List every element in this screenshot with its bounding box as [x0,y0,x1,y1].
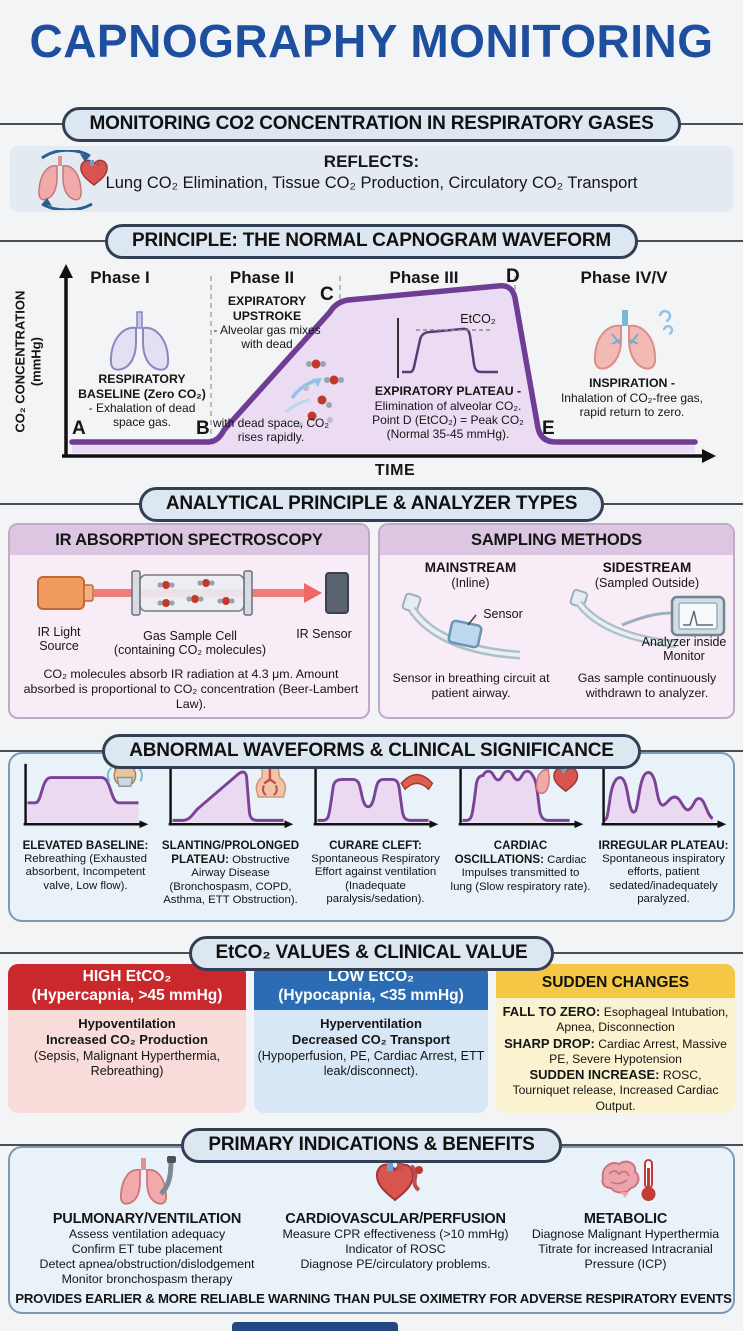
x-axis-label: TIME [374,462,416,479]
blood-drop-icon [414,1166,423,1174]
indication-metabolic: METABOLIC Diagnose Malignant Hyperthermi… [518,1156,733,1272]
abnormal-item-slanting-plateau: SLANTING/PROLONGED PLATEAU: Obstructive … [160,760,301,907]
abnormal-waveforms-box: ELEVATED BASELINE: Rebreathing (Exhauste… [8,752,735,922]
high-etco2-box: HIGH EtCO₂(Hypercapnia, >45 mmHg) Hypove… [8,964,246,1113]
reflects-box: REFLECTS: Lung CO₂ Elimination, Tissue C… [10,146,733,212]
high-etco2-header: HIGH EtCO₂(Hypercapnia, >45 mmHg) [8,964,246,1010]
sampling-methods-box: SAMPLING METHODS MAINSTREAM (Inline) Sen… [378,523,735,719]
phase1-label: Phase I [90,268,150,287]
ir-spectroscopy-diagram [37,570,349,616]
ir-light-source-icon [37,576,85,610]
sharkfin-waveform [168,761,294,829]
sidestream-desc: Gas sample continuously withdrawn to ana… [577,671,717,701]
section-values-header: EtCO₂ VALUES & CLINICAL VALUE [0,936,743,971]
mainstream-title: MAINSTREAM [424,560,517,575]
ir-description: CO₂ molecules absorb IR radiation at 4.3… [23,667,359,712]
point-c: C [320,284,334,305]
irregular-plateau-waveform [601,763,727,829]
phase4-text: INSPIRATION - Inhalation of CO₂-free gas… [560,376,704,419]
values-header-pill: EtCO₂ VALUES & CLINICAL VALUE [188,936,555,971]
analytical-header-pill: ANALYTICAL PRINCIPLE & ANALYZER TYPES [138,487,605,522]
abnormal-header-pill: ABNORMAL WAVEFORMS & CLINICAL SIGNIFICAN… [102,734,641,769]
sudden-item: FALL TO ZERO: Esophageal Intubation, Apn… [502,1004,729,1035]
sudden-changes-body: FALL TO ZERO: Esophageal Intubation, Apn… [496,998,735,1113]
brain-thermometer-icon [601,1159,655,1201]
ir-sensor-label: IR Sensor [296,627,352,641]
low-etco2-header: LOW EtCO₂(Hypocapnia, <35 mmHg) [254,964,488,1010]
cardiac-oscillations-waveform [458,763,584,829]
phase4-lungs-icon [593,309,674,370]
mainstream-subtitle: (Inline) [451,576,490,590]
abnormal-item-irregular-plateau: IRREGULAR PLATEAU: Spontaneous inspirato… [593,760,734,906]
section-monitoring-header: MONITORING CO2 CONCENTRATION IN RESPIRAT… [0,107,743,142]
phase1-lungs-icon [109,311,170,371]
reflects-text: Lung CO₂ Elimination, Tissue CO₂ Product… [105,174,638,192]
indication-pulmonary: PULMONARY/VENTILATION Assess ventilation… [22,1156,272,1288]
principle-header-pill: PRINCIPLE: THE NORMAL CAPNOGRAM WAVEFORM [105,224,638,259]
monitoring-header-pill: MONITORING CO2 CONCENTRATION IN RESPIRAT… [62,107,681,142]
phase2-label: Phase II [229,268,295,287]
airway-icon [255,761,287,798]
low-etco2-box: LOW EtCO₂(Hypocapnia, <35 mmHg) Hyperven… [254,964,488,1113]
heart-lung-icon [535,767,579,795]
ir-spectroscopy-box: IR ABSORPTION SPECTROSCOPY IR Light Sour… [8,523,370,719]
gas-sample-cell-icon [139,574,245,612]
analyzer-label: Analyzer inside Monitor [641,635,727,664]
point-b: B [196,418,210,439]
point-d: D [506,266,520,287]
reflects-title: REFLECTS: [323,152,420,171]
sidestream-title: SIDESTREAM [602,560,692,575]
y-axis-label: CO₂ CONCENTRATION(mmHg) [12,290,43,433]
phase3-label: Phase III [389,268,459,287]
sudden-changes-box: SUDDEN CHANGES FALL TO ZERO: Esophageal … [496,964,735,1113]
phase2-text: EXPIRATORY UPSTROKE - Alveolar gas mixes… [213,294,321,352]
etco2-label: EtCO₂ [460,312,496,326]
abnormal-item-curare-cleft: CURARE CLEFT: Spontaneous Respiratory Ef… [305,759,446,906]
sudden-item: SHARP DROP: Cardiac Arrest, Massive PE, … [504,1035,727,1066]
ir-box-header: IR ABSORPTION SPECTROSCOPY [10,525,368,555]
mainstream-ett-icon [401,593,521,660]
section-indications-header: PRIMARY INDICATIONS & BENEFITS [0,1128,743,1163]
footer-banner: PROVIDES EARLIER & MORE RELIABLE WARNING… [15,1291,732,1306]
co2-molecule-icons [157,579,235,607]
ir-sensor-icon [325,572,349,614]
sampling-box-header: SAMPLING METHODS [380,525,733,555]
abnormal-item-elevated-baseline: ELEVATED BASELINE: Rebreathing (Exhauste… [15,759,156,893]
indication-cardiovascular: CARDIOVASCULAR/PERFUSION Measure CPR eff… [278,1156,513,1272]
phase2-text-bottom: with dead space, CO₂ rises rapidly. [212,416,330,445]
mainstream-desc: Sensor in breathing circuit at patient a… [392,671,550,701]
lungs-ett-icon [119,1156,176,1205]
phase1-text: RESPIRATORY BASELINE (Zero CO₂) - Exhala… [78,372,206,430]
co2-molecules-art [285,359,344,428]
sensor-label: Sensor [483,607,523,621]
indications-header-pill: PRIMARY INDICATIONS & BENEFITS [181,1128,562,1163]
curare-cleft-waveform [313,759,439,829]
section-analytical-header: ANALYTICAL PRINCIPLE & ANALYZER TYPES [0,487,743,522]
point-a: A [72,418,86,439]
low-etco2-body: Hyperventilation Decreased CO₂ Transport… [257,1016,485,1079]
elevated-baseline-waveform [23,759,149,829]
inline-sensor-icon [447,619,483,649]
section-abnormal-header: ABNORMAL WAVEFORMS & CLINICAL SIGNIFICAN… [0,734,743,769]
indications-box: PULMONARY/VENTILATION Assess ventilation… [8,1146,735,1314]
abnormal-item-cardiac-oscillations: CARDIAC OSCILLATIONS: Cardiac Impulses t… [450,760,591,894]
sidestream-subtitle: (Sampled Outside) [594,576,700,590]
high-etco2-body: Hypoventilation Increased CO₂ Production… [33,1016,221,1079]
page-title: CAPNOGRAPHY MONITORING [29,15,714,67]
gas-cell-label: Gas Sample Cell(containing CO₂ molecules… [113,629,267,658]
phase4-label: Phase IV/V [580,268,668,287]
section-principle-header: PRINCIPLE: THE NORMAL CAPNOGRAM WAVEFORM [0,224,743,259]
ir-source-label: IR Light Source [37,625,81,654]
capnogram-diagram: CO₂ CONCENTRATION(mmHg) Phase I Phase II… [0,260,743,486]
phase3-text: EXPIRATORY PLATEAU - Elimination of alve… [372,384,524,441]
sidestream-icon [569,589,726,648]
point-e: E [542,418,555,439]
sudden-item: SUDDEN INCREASE: ROSC, Tourniquet releas… [512,1067,719,1113]
heart-perfusion-icon [375,1162,423,1202]
capnogram-waveform-plot [59,264,716,463]
cutoff-next-section-bar [232,1322,398,1331]
lung-heart-circulation-icon [38,150,108,210]
etco2-inset-waveform [397,318,498,378]
